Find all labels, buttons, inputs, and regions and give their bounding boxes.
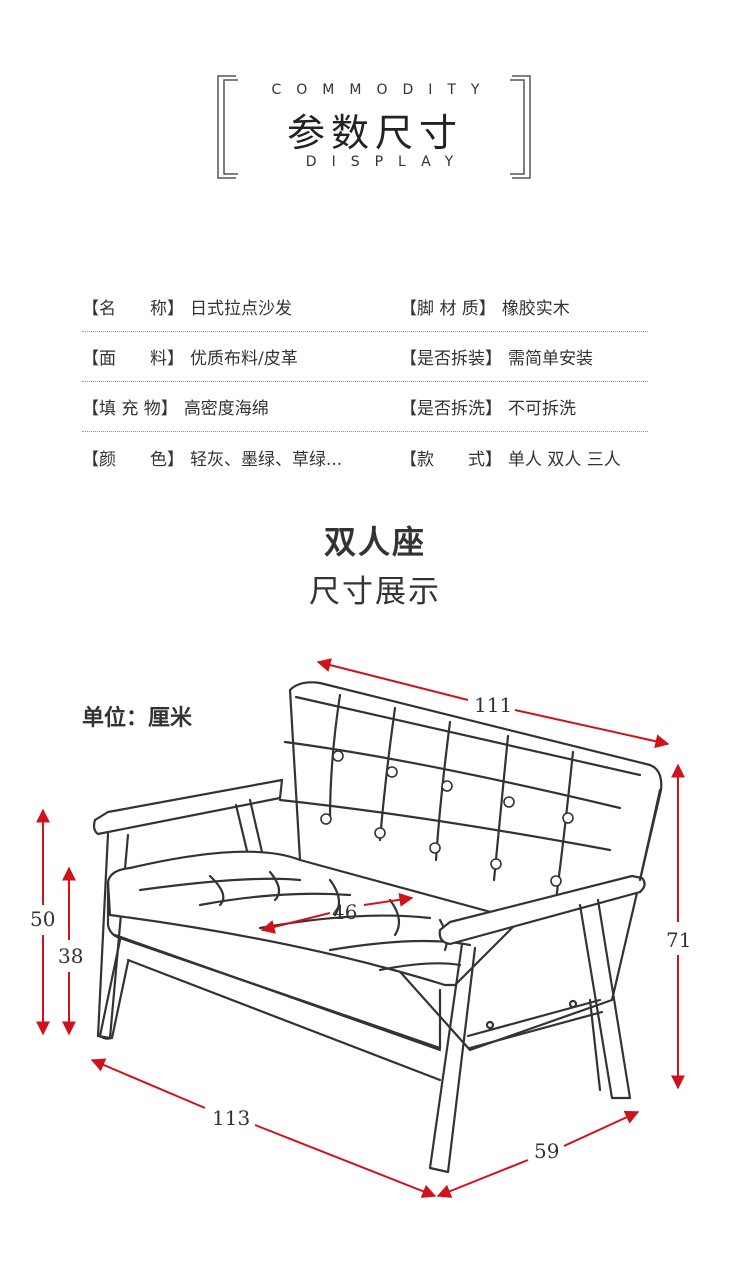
section-subtitle: 尺寸展示: [309, 574, 441, 610]
dim-total-height: 50: [30, 907, 55, 931]
spec-label: 【是否拆洗】: [400, 399, 502, 419]
spec-cell: 【填 充 物】 高密度海绵: [82, 394, 400, 419]
spec-value: 不可拆洗: [508, 399, 576, 419]
spec-cell: 【名 称】 日式拉点沙发: [82, 294, 400, 319]
spec-row: 【名 称】 日式拉点沙发 【脚 材 质】 橡胶实木: [82, 282, 648, 332]
spec-label: 【填 充 物】: [82, 399, 178, 419]
unit-label: 单位：厘米: [82, 705, 193, 731]
spec-cell: 【面 料】 优质布料/皮革: [82, 344, 400, 369]
spec-value: 单人 双人 三人: [508, 449, 621, 470]
header-block: COMMODITY 参数尺寸 DISPLAY: [0, 0, 750, 200]
dimension-lines: [36, 658, 685, 1198]
spec-table: 【名 称】 日式拉点沙发 【脚 材 质】 橡胶实木 【面 料】 优质布料/皮革 …: [82, 282, 648, 482]
page-title: 参数尺寸: [286, 111, 463, 155]
header-english-top: COMMODITY: [271, 82, 495, 98]
section-title: 双人座: [323, 523, 426, 561]
spec-label: 【款 式】: [400, 449, 502, 470]
dim-back-width: 111: [474, 693, 512, 717]
spec-value: 高密度海绵: [183, 399, 269, 419]
spec-label: 【颜 色】: [82, 449, 184, 470]
spec-cell: 【颜 色】 轻灰、墨绿、草绿...: [82, 445, 400, 470]
header-english-bottom: DISPLAY: [305, 154, 469, 170]
spec-row: 【填 充 物】 高密度海绵 【是否拆洗】 不可拆洗: [82, 382, 648, 432]
spec-cell: 【是否拆洗】 不可拆洗: [400, 394, 648, 419]
spec-label: 【是否拆装】: [400, 349, 502, 369]
spec-row: 【颜 色】 轻灰、墨绿、草绿... 【款 式】 单人 双人 三人: [82, 432, 648, 482]
header-bracket-frame: [217, 75, 531, 179]
spec-value: 优质布料/皮革: [190, 349, 298, 369]
dim-seat-height: 38: [58, 944, 83, 968]
dim-front-width: 113: [212, 1106, 250, 1130]
spec-label: 【名 称】: [82, 299, 184, 319]
spec-value: 日式拉点沙发: [190, 299, 292, 319]
sofa-dimension-drawing: 111 46 50 38 71 113 59: [30, 658, 691, 1198]
dim-back-height: 71: [666, 928, 691, 952]
spec-cell: 【款 式】 单人 双人 三人: [400, 445, 648, 470]
dim-seat-depth: 46: [332, 900, 357, 924]
spec-value: 轻灰、墨绿、草绿...: [190, 449, 343, 470]
dim-side-depth: 59: [534, 1139, 559, 1163]
spec-value: 橡胶实木: [501, 299, 570, 319]
spec-label: 【面 料】: [82, 349, 184, 369]
spec-row: 【面 料】 优质布料/皮革 【是否拆装】 需简单安装: [82, 332, 648, 382]
spec-cell: 【脚 材 质】 橡胶实木: [400, 294, 648, 319]
spec-label: 【脚 材 质】: [400, 299, 496, 319]
spec-cell: 【是否拆装】 需简单安装: [400, 344, 648, 369]
sofa-illustration: [92, 681, 663, 1174]
spec-value: 需简单安装: [508, 349, 593, 369]
